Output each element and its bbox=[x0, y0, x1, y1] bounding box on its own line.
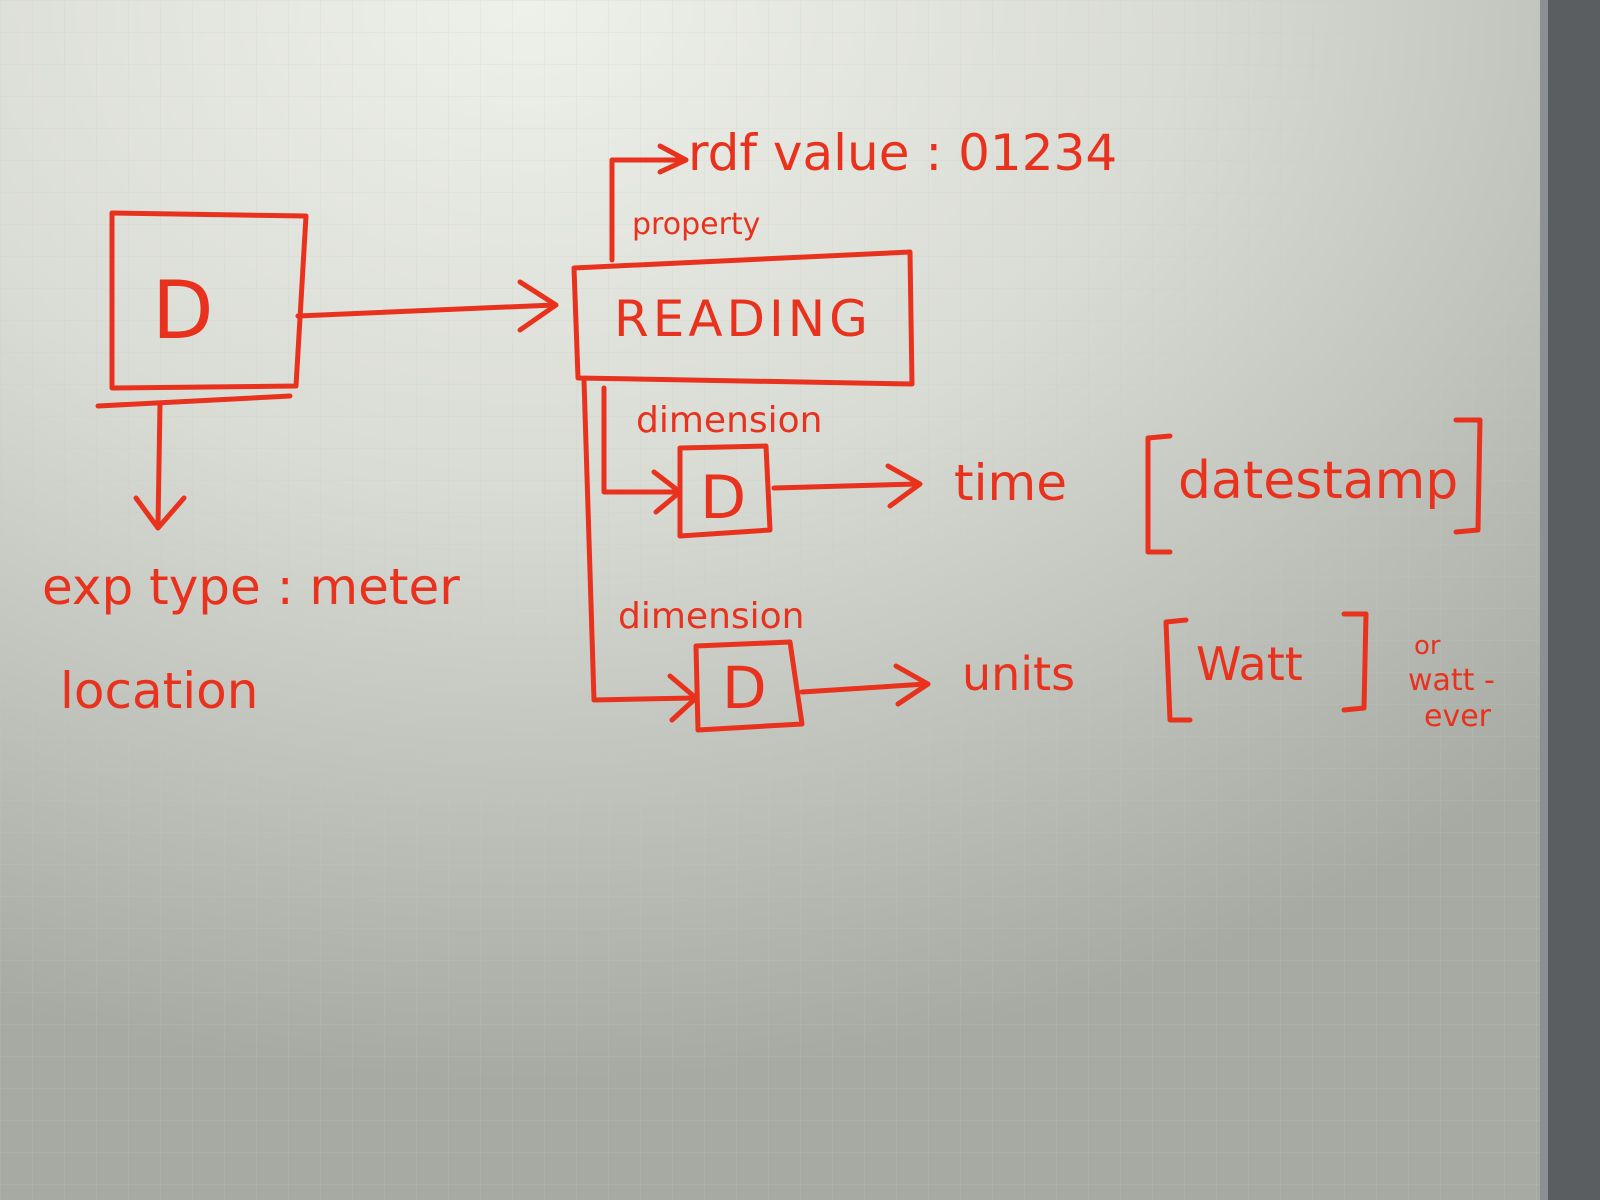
ever-label: ever bbox=[1424, 699, 1492, 734]
dimension-line-1 bbox=[601, 385, 681, 495]
datestamp-label: datestamp bbox=[1178, 451, 1458, 511]
arrow-down-head bbox=[133, 495, 187, 531]
watt-bracket-right bbox=[1341, 611, 1369, 713]
arrow-to-units bbox=[799, 681, 929, 695]
watt-label: Watt bbox=[1196, 637, 1303, 691]
rdf-value-label: rdf value : 01234 bbox=[688, 124, 1117, 182]
units-box-label: D bbox=[722, 654, 767, 722]
units-label: units bbox=[962, 647, 1075, 701]
datestamp-bracket-left bbox=[1145, 433, 1173, 555]
watt-dash-label: watt - bbox=[1408, 663, 1495, 698]
left-box-underline bbox=[95, 393, 293, 409]
datestamp-bracket-right bbox=[1453, 417, 1483, 535]
time-box-label: D bbox=[700, 463, 746, 533]
dimension-line-2 bbox=[581, 377, 697, 703]
property-arrow-head bbox=[657, 143, 689, 175]
location-label: location bbox=[60, 662, 258, 720]
board-frame-edge bbox=[1540, 0, 1548, 1200]
left-box-label: D bbox=[152, 264, 214, 357]
arrow-to-time bbox=[771, 481, 921, 491]
board-grid bbox=[0, 0, 1540, 1200]
arrow-to-time-head bbox=[885, 463, 923, 509]
dimension-label-1: dimension bbox=[636, 400, 823, 441]
time-box bbox=[677, 443, 773, 539]
arrow-to-reading-head bbox=[517, 279, 559, 333]
board-frame bbox=[1540, 0, 1600, 1200]
arrow-to-reading bbox=[295, 302, 557, 319]
left-box bbox=[109, 210, 309, 391]
or-label: or bbox=[1414, 631, 1441, 661]
exp-type-label: exp type : meter bbox=[42, 558, 460, 616]
time-label: time bbox=[954, 454, 1067, 512]
property-label: property bbox=[632, 207, 760, 242]
dimension-label-2: dimension bbox=[618, 596, 805, 637]
reading-label: READING bbox=[614, 290, 872, 348]
property-line bbox=[609, 157, 687, 263]
arrow-down bbox=[155, 401, 163, 529]
reading-box bbox=[571, 249, 915, 387]
units-box bbox=[693, 639, 805, 733]
watt-bracket-left bbox=[1163, 617, 1193, 723]
arrow-to-units-head bbox=[893, 663, 931, 707]
